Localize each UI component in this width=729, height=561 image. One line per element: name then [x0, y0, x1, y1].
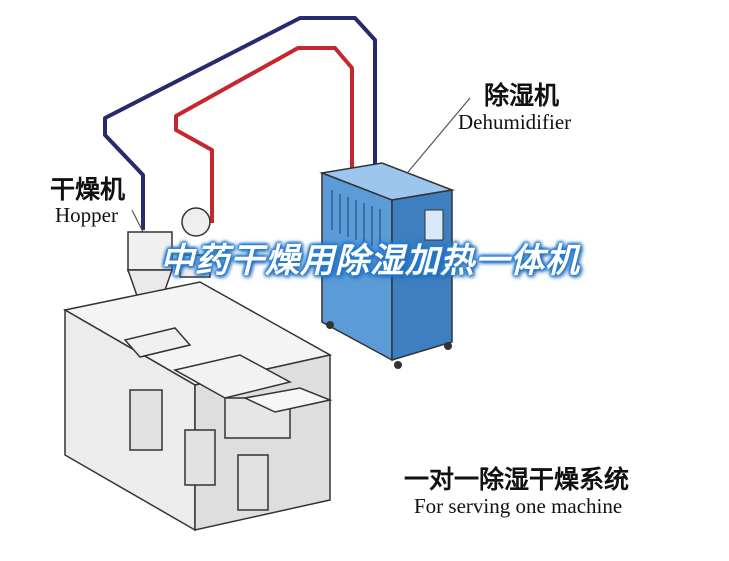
- hopper-leader-line: [131, 209, 144, 233]
- dehumidifier-leader-line: [407, 97, 471, 173]
- hopper-label-zh: 干燥机: [50, 175, 126, 204]
- system-caption-en: For serving one machine: [414, 494, 623, 518]
- return-air-pipe: [103, 16, 377, 230]
- system-caption-zh: 一对一除湿干燥系统: [404, 465, 630, 494]
- hopper-label-en: Hopper: [55, 203, 118, 227]
- overlay-title: 中药干燥用除湿加热一体机: [160, 241, 580, 281]
- dehumidifier-label-zh: 除湿机: [484, 81, 560, 110]
- dehumidifier-label-en: Dehumidifier: [458, 110, 572, 134]
- dehumidifier-unit: [319, 162, 455, 369]
- injection-molding-machine: [62, 281, 333, 532]
- supply-air-pipe: [174, 46, 354, 223]
